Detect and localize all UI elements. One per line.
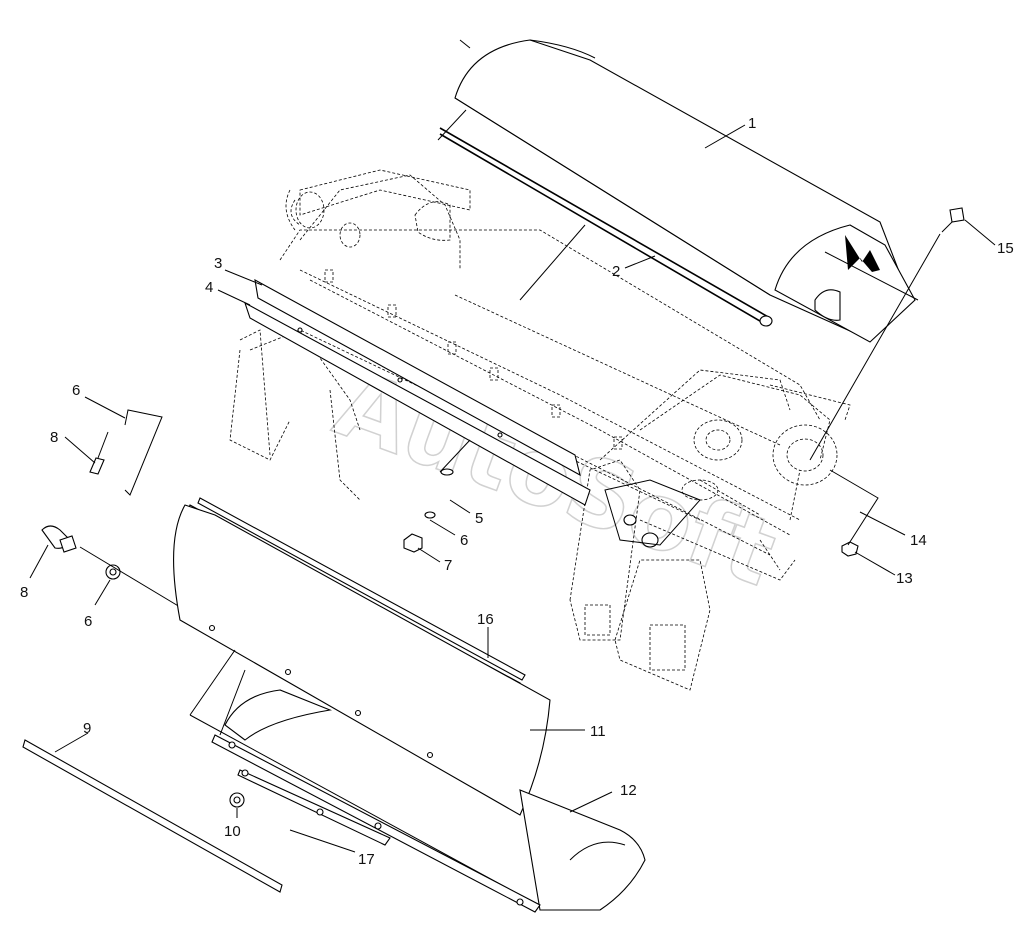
- callout-9: 9: [83, 720, 91, 737]
- part-6-lockwasher-center: [424, 511, 436, 519]
- callout-4: 4: [205, 279, 213, 296]
- callout-14: 14: [910, 532, 927, 549]
- frame-assembly: [229, 169, 821, 556]
- part-2-rod: [439, 127, 773, 327]
- callout-12: 12: [620, 782, 637, 799]
- callout-6-upper-left: 6: [72, 382, 80, 399]
- part-7-nut: [403, 439, 471, 553]
- part-10-nut: [229, 792, 245, 808]
- part-8-bolt-upper: [89, 409, 163, 496]
- callout-13: 13: [896, 570, 913, 587]
- part-15-bolt: [809, 207, 965, 461]
- callout-leaders: [29, 124, 996, 853]
- callout-6-lower-left: 6: [84, 613, 92, 630]
- part-11-lower-hood: [173, 504, 551, 896]
- callout-3: 3: [214, 255, 222, 272]
- part-1-upper-hood: [437, 39, 919, 343]
- callout-8-lower-left: 8: [20, 584, 28, 601]
- callout-7: 7: [444, 557, 452, 574]
- callout-17: 17: [358, 851, 375, 868]
- callout-16: 16: [477, 611, 494, 628]
- frame-right-side: [569, 369, 851, 691]
- part-9-rod: [22, 739, 283, 893]
- callout-5: 5: [475, 510, 483, 527]
- part-13-nut: [841, 541, 859, 557]
- part-4-strip: [244, 301, 591, 506]
- part-12-pan: [519, 789, 646, 911]
- callout-10: 10: [224, 823, 241, 840]
- callout-1: 1: [748, 115, 756, 132]
- part-14-leader-group: [829, 469, 879, 546]
- callout-11: 11: [590, 723, 606, 740]
- callout-8-upper-left: 8: [50, 429, 58, 446]
- callout-labels: 1 2 3 4 5 6 7 6 8 8 6 9 10 11 12 13 14 1…: [20, 115, 1014, 868]
- part-17-bracket: [211, 734, 541, 913]
- part-8-bolt-lower: [41, 525, 77, 553]
- callout-2: 2: [612, 263, 620, 280]
- part-3-strip: [254, 278, 581, 477]
- callout-6-center: 6: [460, 532, 468, 549]
- callout-15: 15: [997, 240, 1014, 257]
- part-5-washer: [440, 468, 454, 476]
